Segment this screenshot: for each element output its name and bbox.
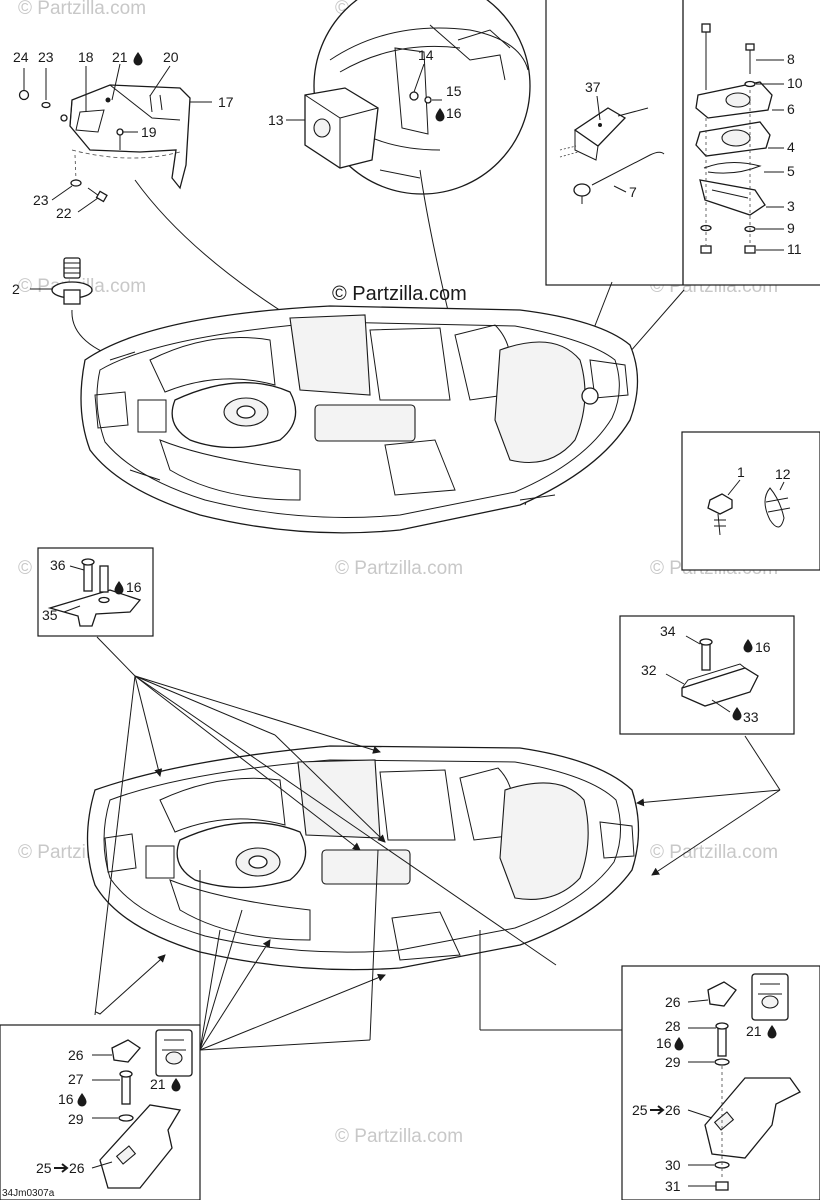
bottom-left-detail-box xyxy=(0,1024,201,1200)
cleat-box-left xyxy=(37,547,154,637)
callout-19: 19 xyxy=(141,124,157,140)
callout-29: 29 xyxy=(665,1054,681,1070)
upper-hull xyxy=(80,305,639,534)
watermark-text: © Partzilla.com xyxy=(335,558,463,579)
drop-icon xyxy=(133,52,143,66)
callout-17: 17 xyxy=(218,94,234,110)
callout-35: 35 xyxy=(42,607,58,623)
callout-30: 30 xyxy=(665,1157,681,1173)
callout-16: 16 xyxy=(126,579,142,595)
callout-16: 16 xyxy=(446,105,462,121)
callout-21: 21 xyxy=(746,1023,762,1039)
callout-3: 3 xyxy=(787,198,795,214)
callout-23: 23 xyxy=(38,49,54,65)
callout-26: 26 xyxy=(69,1160,85,1176)
latch-detail-box xyxy=(545,0,820,286)
copyright-text: © Partzilla.com xyxy=(332,283,467,305)
callout-25: 25 xyxy=(36,1160,52,1176)
callout-9: 9 xyxy=(787,220,795,236)
watermark-text: © Partzilla.com xyxy=(335,1126,463,1147)
callout-22: 22 xyxy=(56,205,72,221)
storage-compartment-detail xyxy=(286,0,531,361)
handle-box-right xyxy=(619,615,795,735)
callout-6: 6 xyxy=(787,101,795,117)
fastener-box xyxy=(681,431,820,571)
reference-code: 34Jm0307a xyxy=(2,1188,55,1199)
callout-23: 23 xyxy=(33,192,49,208)
callout-18: 18 xyxy=(78,49,94,65)
callout-34: 34 xyxy=(660,623,676,639)
watermark-text: © Partzilla.com xyxy=(650,842,778,863)
callout-27: 27 xyxy=(68,1071,84,1087)
callout-36: 36 xyxy=(50,557,66,573)
callout-26: 26 xyxy=(665,1102,681,1118)
leader-lines xyxy=(94,636,781,1051)
callout-15: 15 xyxy=(446,83,462,99)
bottom-right-detail-box xyxy=(621,965,820,1200)
callout-21: 21 xyxy=(150,1076,166,1092)
callout-33: 33 xyxy=(743,709,759,725)
lower-hull xyxy=(86,745,640,971)
callout-21: 21 xyxy=(112,49,128,65)
callout-32: 32 xyxy=(641,662,657,678)
callout-10: 10 xyxy=(787,75,803,91)
callout-12: 12 xyxy=(775,466,791,482)
callout-31: 31 xyxy=(665,1178,681,1194)
callout-16: 16 xyxy=(755,639,771,655)
callout-29: 29 xyxy=(68,1111,84,1127)
callout-14: 14 xyxy=(418,47,434,63)
callout-5: 5 xyxy=(787,163,795,179)
callout-25: 25 xyxy=(632,1102,648,1118)
callout-16: 16 xyxy=(58,1091,74,1107)
callout-24: 24 xyxy=(13,49,29,65)
watermark-text: © Partzilla.com xyxy=(18,0,146,19)
callout-26: 26 xyxy=(68,1047,84,1063)
callout-20: 20 xyxy=(163,49,179,65)
callout-37: 37 xyxy=(585,79,601,95)
callout-11: 11 xyxy=(787,241,802,257)
callout-28: 28 xyxy=(665,1018,681,1034)
callout-4: 4 xyxy=(787,139,795,155)
callout-1: 1 xyxy=(737,464,745,480)
callout-2: 2 xyxy=(12,281,20,297)
callout-26: 26 xyxy=(665,994,681,1010)
callout-13: 13 xyxy=(268,112,284,128)
callout-8: 8 xyxy=(787,51,795,67)
callout-16: 16 xyxy=(656,1035,672,1051)
callout-7: 7 xyxy=(629,184,637,200)
